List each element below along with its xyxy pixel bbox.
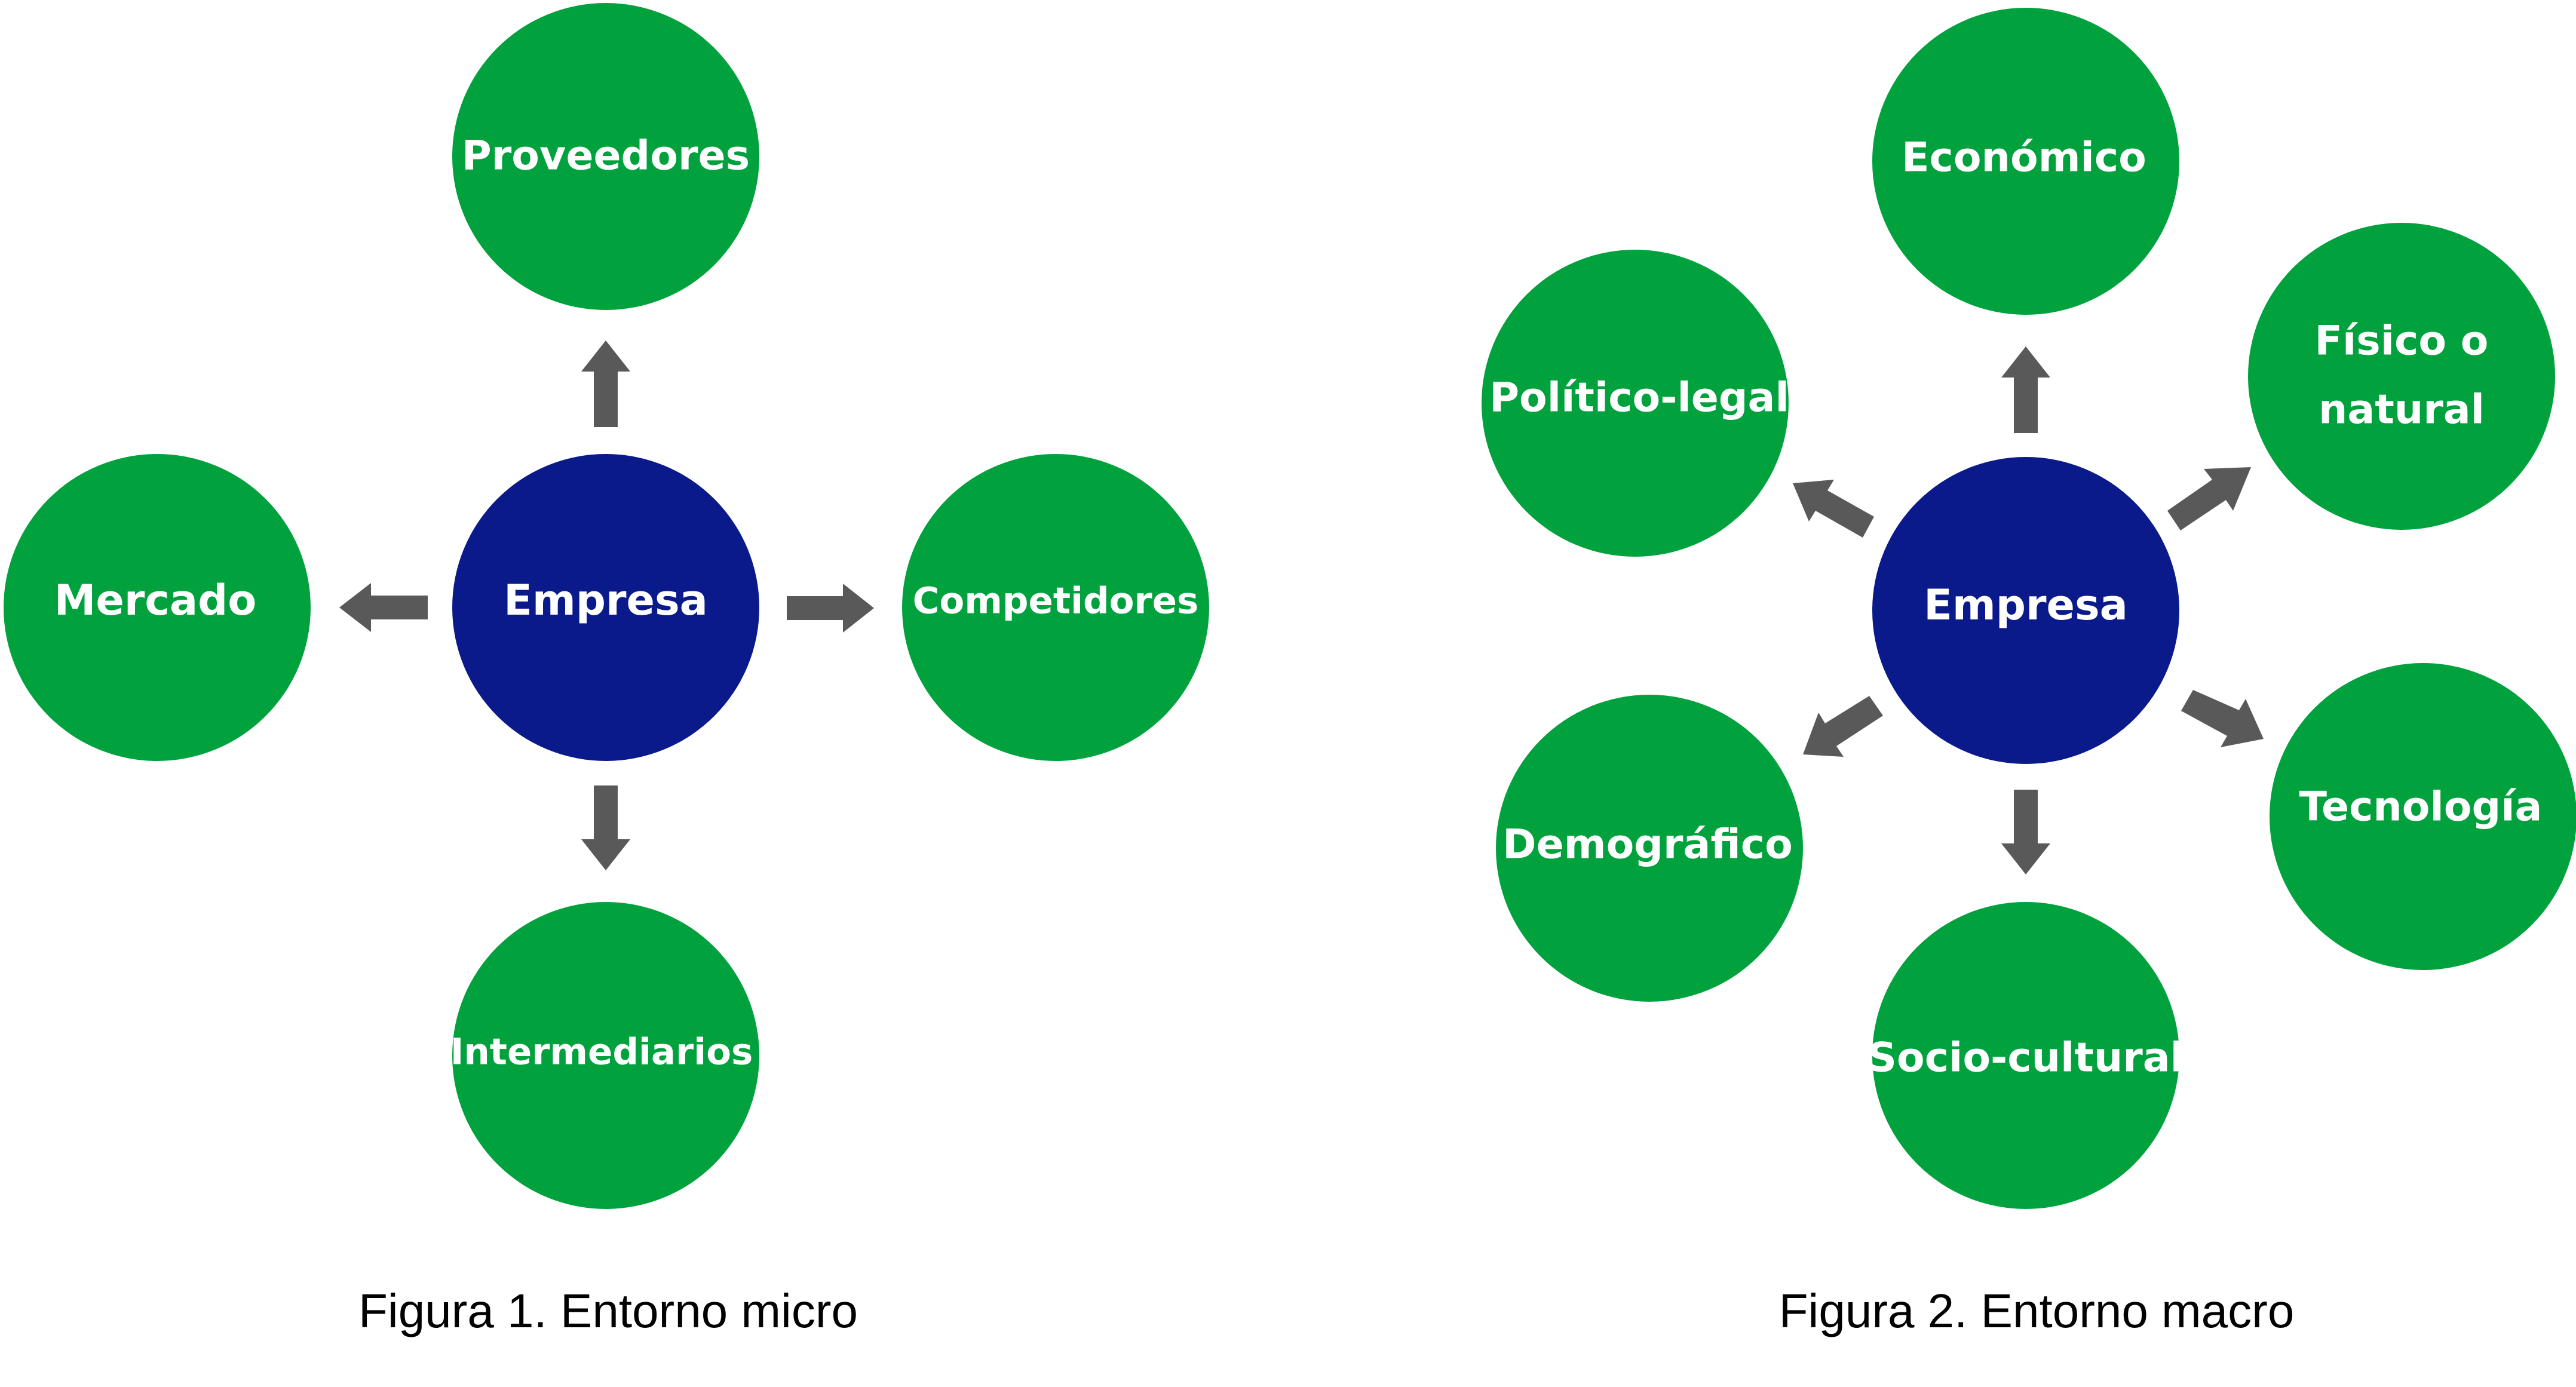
- node-intermediarios: Intermediarios: [450, 902, 759, 1209]
- node-economico-label: Económico: [1902, 134, 2146, 182]
- arrow-to-demografico: [1803, 696, 1883, 757]
- caption-figura-1: Figura 1. Entorno micro: [358, 1284, 858, 1337]
- node-socio-cultural: Socio-cultural: [1867, 902, 2184, 1209]
- node-tecnologia-label: Tecnología: [2299, 784, 2543, 831]
- node-politico-legal: Político-legal: [1482, 250, 1789, 557]
- center-empresa-macro-label: Empresa: [1924, 581, 2128, 630]
- arrow-to-proveedores: [581, 340, 630, 427]
- center-empresa-micro: Empresa: [452, 454, 759, 761]
- arrow-to-fisico-natural: [2167, 467, 2251, 530]
- node-mercado-label: Mercado: [54, 576, 257, 625]
- node-competidores: Competidores: [902, 454, 1209, 761]
- arrow-to-tecnologia: [2181, 690, 2264, 747]
- node-demografico: Demográfico: [1496, 695, 1803, 1002]
- center-empresa-micro-label: Empresa: [504, 576, 708, 625]
- arrow-to-socio-cultural: [2001, 790, 2050, 874]
- arrow-to-intermediarios: [581, 785, 630, 870]
- figure-macro: Económico Físico o natural Tecnología So…: [1482, 8, 2576, 1337]
- arrow-to-politico-legal: [1793, 480, 1874, 538]
- caption-figura-2: Figura 2. Entorno macro: [1779, 1284, 2295, 1337]
- node-fisico-natural: Físico o natural: [2248, 223, 2555, 530]
- node-socio-cultural-label: Socio-cultural: [1867, 1035, 2184, 1082]
- node-demografico-label: Demográfico: [1502, 821, 1793, 869]
- arrow-to-competidores: [787, 584, 874, 633]
- node-economico: Económico: [1872, 8, 2179, 315]
- node-mercado: Mercado: [4, 454, 311, 761]
- node-competidores-label: Competidores: [913, 580, 1199, 622]
- node-fisico-natural-label-line1: Físico o: [2315, 318, 2489, 365]
- center-empresa-macro: Empresa: [1872, 457, 2179, 764]
- node-proveedores: Proveedores: [452, 3, 759, 310]
- node-tecnologia: Tecnología: [2270, 663, 2576, 970]
- arrow-to-mercado: [339, 583, 428, 632]
- node-intermediarios-label: Intermediarios: [450, 1031, 753, 1073]
- arrow-to-economico: [2001, 346, 2050, 433]
- node-politico-legal-label: Político-legal: [1489, 375, 1789, 422]
- node-proveedores-label: Proveedores: [462, 133, 750, 180]
- figure-micro: Proveedores Mercado Empresa Competidores…: [4, 3, 1209, 1337]
- node-fisico-natural-label-line2: natural: [2319, 386, 2485, 434]
